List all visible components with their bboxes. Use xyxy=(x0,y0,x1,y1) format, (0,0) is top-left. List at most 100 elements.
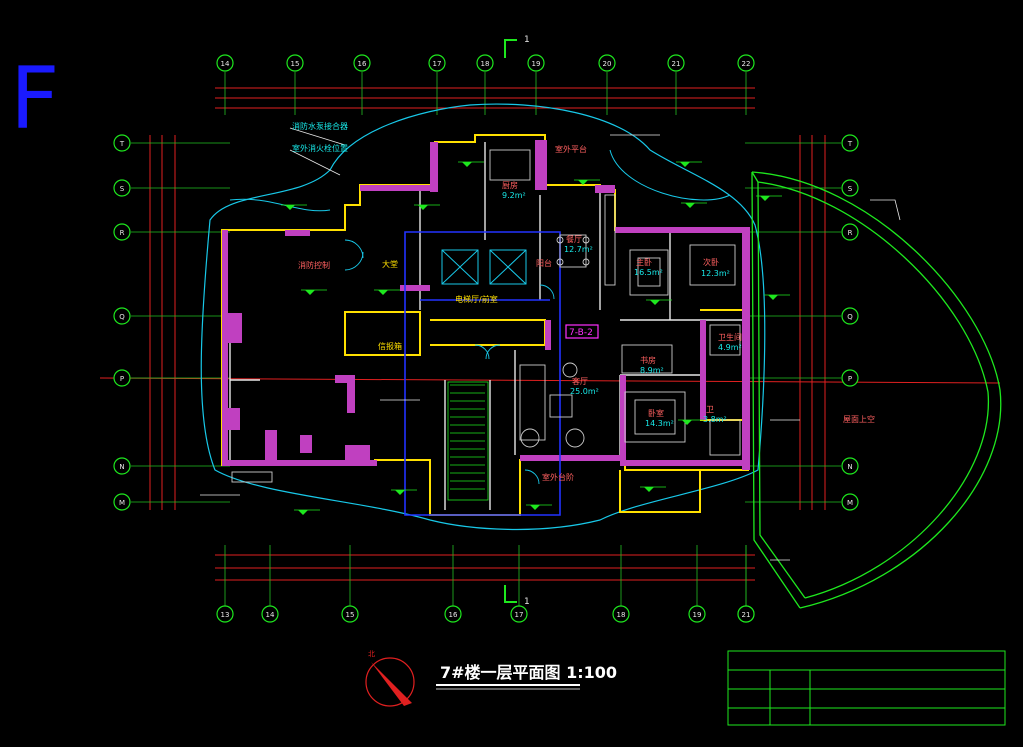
level-marker xyxy=(682,420,692,425)
room-outdoor: 室外平台 xyxy=(555,144,587,154)
unit-tag-box xyxy=(565,324,599,339)
grid-bubble-left-label: R xyxy=(120,229,125,237)
room-study: 书房 xyxy=(640,355,656,365)
grid-bubble-right: Q xyxy=(841,307,859,325)
level-marker xyxy=(418,205,428,210)
grid-bubble-left: P xyxy=(113,369,131,387)
room-bedroom-1: 主卧 xyxy=(636,257,652,267)
grid-bubble-left: S xyxy=(113,179,131,197)
room-bedroom-3-area: 14.3m² xyxy=(645,419,674,428)
furniture xyxy=(231,149,741,483)
room-dining-area: 12.7m² xyxy=(564,245,593,254)
grid-bubble-top-label: 21 xyxy=(672,60,681,68)
note-2: 室外消火栓位置 xyxy=(292,143,348,153)
grid-bubble-right: R xyxy=(841,223,859,241)
grid-bubble-bottom-label: 16 xyxy=(449,611,458,619)
room-study-area: 8.9m² xyxy=(640,366,664,375)
grid-bubble-left-label: S xyxy=(120,185,125,193)
room-bedroom-1-area: 16.5m² xyxy=(634,268,663,277)
level-markers xyxy=(281,161,790,515)
level-marker xyxy=(378,290,388,295)
room-kitchen: 厨房 xyxy=(502,180,518,190)
grid-bubble-bottom-label: 18 xyxy=(617,611,626,619)
grid-bubble-bottom: 17 xyxy=(510,605,528,623)
grid-bubble-right: P xyxy=(841,369,859,387)
room-outdoor-2: 室外台阶 xyxy=(542,472,574,482)
section-number-top: 1 xyxy=(524,35,530,45)
level-marker xyxy=(685,203,695,208)
grid-bubble-top-label: 20 xyxy=(603,60,612,68)
room-bedroom-2: 次卧 xyxy=(703,257,719,267)
elevator-shafts xyxy=(441,249,527,285)
grid-bubble-top: 15 xyxy=(286,54,304,72)
grid-bubble-top-label: 19 xyxy=(532,60,541,68)
level-marker xyxy=(650,300,660,305)
north-arrow: 北 xyxy=(365,650,415,707)
north-arrow-label: 北 xyxy=(368,650,375,658)
grid-bubble-top: 22 xyxy=(737,54,755,72)
room-bedroom-2-area: 12.3m² xyxy=(701,269,730,278)
drawing-title: 7#楼一层平面图 1:100 xyxy=(440,663,617,682)
door-swings xyxy=(344,239,555,485)
grid-bubble-top-label: 18 xyxy=(481,60,490,68)
room-bath-1-area: 4.9m² xyxy=(718,343,742,352)
level-marker xyxy=(530,505,540,510)
grid-bubble-bottom: 14 xyxy=(261,605,279,623)
grid-bubble-bottom-label: 14 xyxy=(266,611,275,619)
grid-bubble-right-label: T xyxy=(847,140,853,148)
grid-lines xyxy=(131,72,841,606)
level-marker xyxy=(298,510,308,515)
grid-bubble-left-label: N xyxy=(119,463,124,471)
room-elevator-hall: 电梯厅/前室 xyxy=(455,294,498,304)
level-marker xyxy=(285,205,295,210)
level-marker xyxy=(305,290,315,295)
grid-bubble-bottom-label: 19 xyxy=(693,611,702,619)
room-mailroom: 信报箱 xyxy=(378,341,402,351)
curved-balcony xyxy=(751,171,1002,609)
room-dining: 餐厅 xyxy=(566,235,582,244)
level-marker xyxy=(462,162,472,167)
grid-bubble-left: R xyxy=(113,223,131,241)
level-marker xyxy=(578,180,588,185)
grid-bubble-right-label: N xyxy=(847,463,852,471)
grid-bubble-left: M xyxy=(113,493,131,511)
room-living-area: 25.0m² xyxy=(570,387,599,396)
roof-note: 屋面上空 xyxy=(843,414,875,424)
grid-bubble-top-label: 17 xyxy=(433,60,442,68)
grid-bubble-left-label: M xyxy=(119,499,125,507)
grid-bubble-bottom-label: 15 xyxy=(346,611,355,619)
grid-bubble-bottom: 13 xyxy=(216,605,234,623)
grid-bubble-top: 17 xyxy=(428,54,446,72)
landscape-outline xyxy=(200,103,766,531)
note-1: 消防水泵接合器 xyxy=(292,121,348,131)
grid-bubble-bottom: 15 xyxy=(341,605,359,623)
landscape-outline-inner xyxy=(229,149,731,212)
grid-bubble-right-label: Q xyxy=(847,313,853,321)
section-mark-bottom xyxy=(504,585,517,603)
grid-bubble-bottom-label: 21 xyxy=(742,611,751,619)
room-bath-2-area: 3.8m² xyxy=(703,415,727,424)
level-marker xyxy=(395,490,405,495)
grid-bubble-right: M xyxy=(841,493,859,511)
room-living: 客厅 xyxy=(572,376,588,386)
grid-bubble-bottom: 18 xyxy=(612,605,630,623)
stair-outline xyxy=(447,381,489,501)
room-bedroom-3: 卧室 xyxy=(648,408,664,418)
stair xyxy=(447,381,489,501)
grid-bubble-left: T xyxy=(113,134,131,152)
wall-fills xyxy=(222,140,750,470)
grid-bubble-left: N xyxy=(113,457,131,475)
room-bath-2: 卫 xyxy=(706,405,714,414)
interior-walls xyxy=(229,142,748,510)
grid-bubble-top: 21 xyxy=(667,54,685,72)
grid-bubble-top: 18 xyxy=(476,54,494,72)
level-marker xyxy=(680,162,690,167)
grid-bubbles: 141516171819202122131415161718192021TSRQ… xyxy=(113,54,859,623)
grid-bubble-top-label: 15 xyxy=(291,60,300,68)
grid-bubble-bottom: 16 xyxy=(444,605,462,623)
grid-bubble-bottom: 19 xyxy=(688,605,706,623)
grid-bubble-right-label: M xyxy=(847,499,853,507)
room-bath-1: 卫生间 xyxy=(718,332,742,342)
